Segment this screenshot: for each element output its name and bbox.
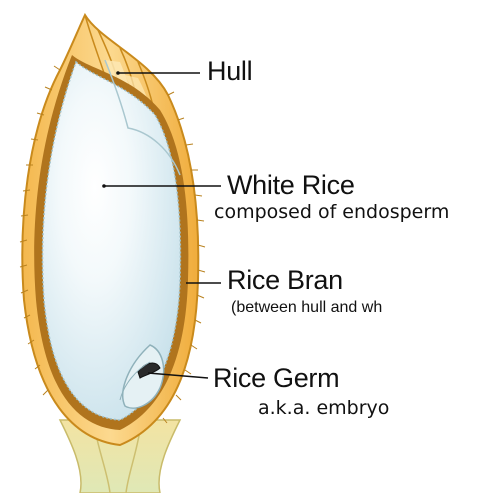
white-rice-label: White Rice bbox=[227, 172, 355, 199]
rice-bran-note: (between hull and wh bbox=[231, 300, 382, 316]
hull-label: Hull bbox=[207, 58, 252, 85]
rice-bran-note-container: (between hull and wh bbox=[229, 298, 409, 322]
rice-germ-label: Rice Germ bbox=[213, 365, 339, 392]
rice-bran-label: Rice Bran bbox=[227, 267, 343, 294]
rice-germ-note: a.k.a. embryo bbox=[258, 399, 389, 418]
white-rice-note: composed of endosperm bbox=[214, 203, 449, 222]
